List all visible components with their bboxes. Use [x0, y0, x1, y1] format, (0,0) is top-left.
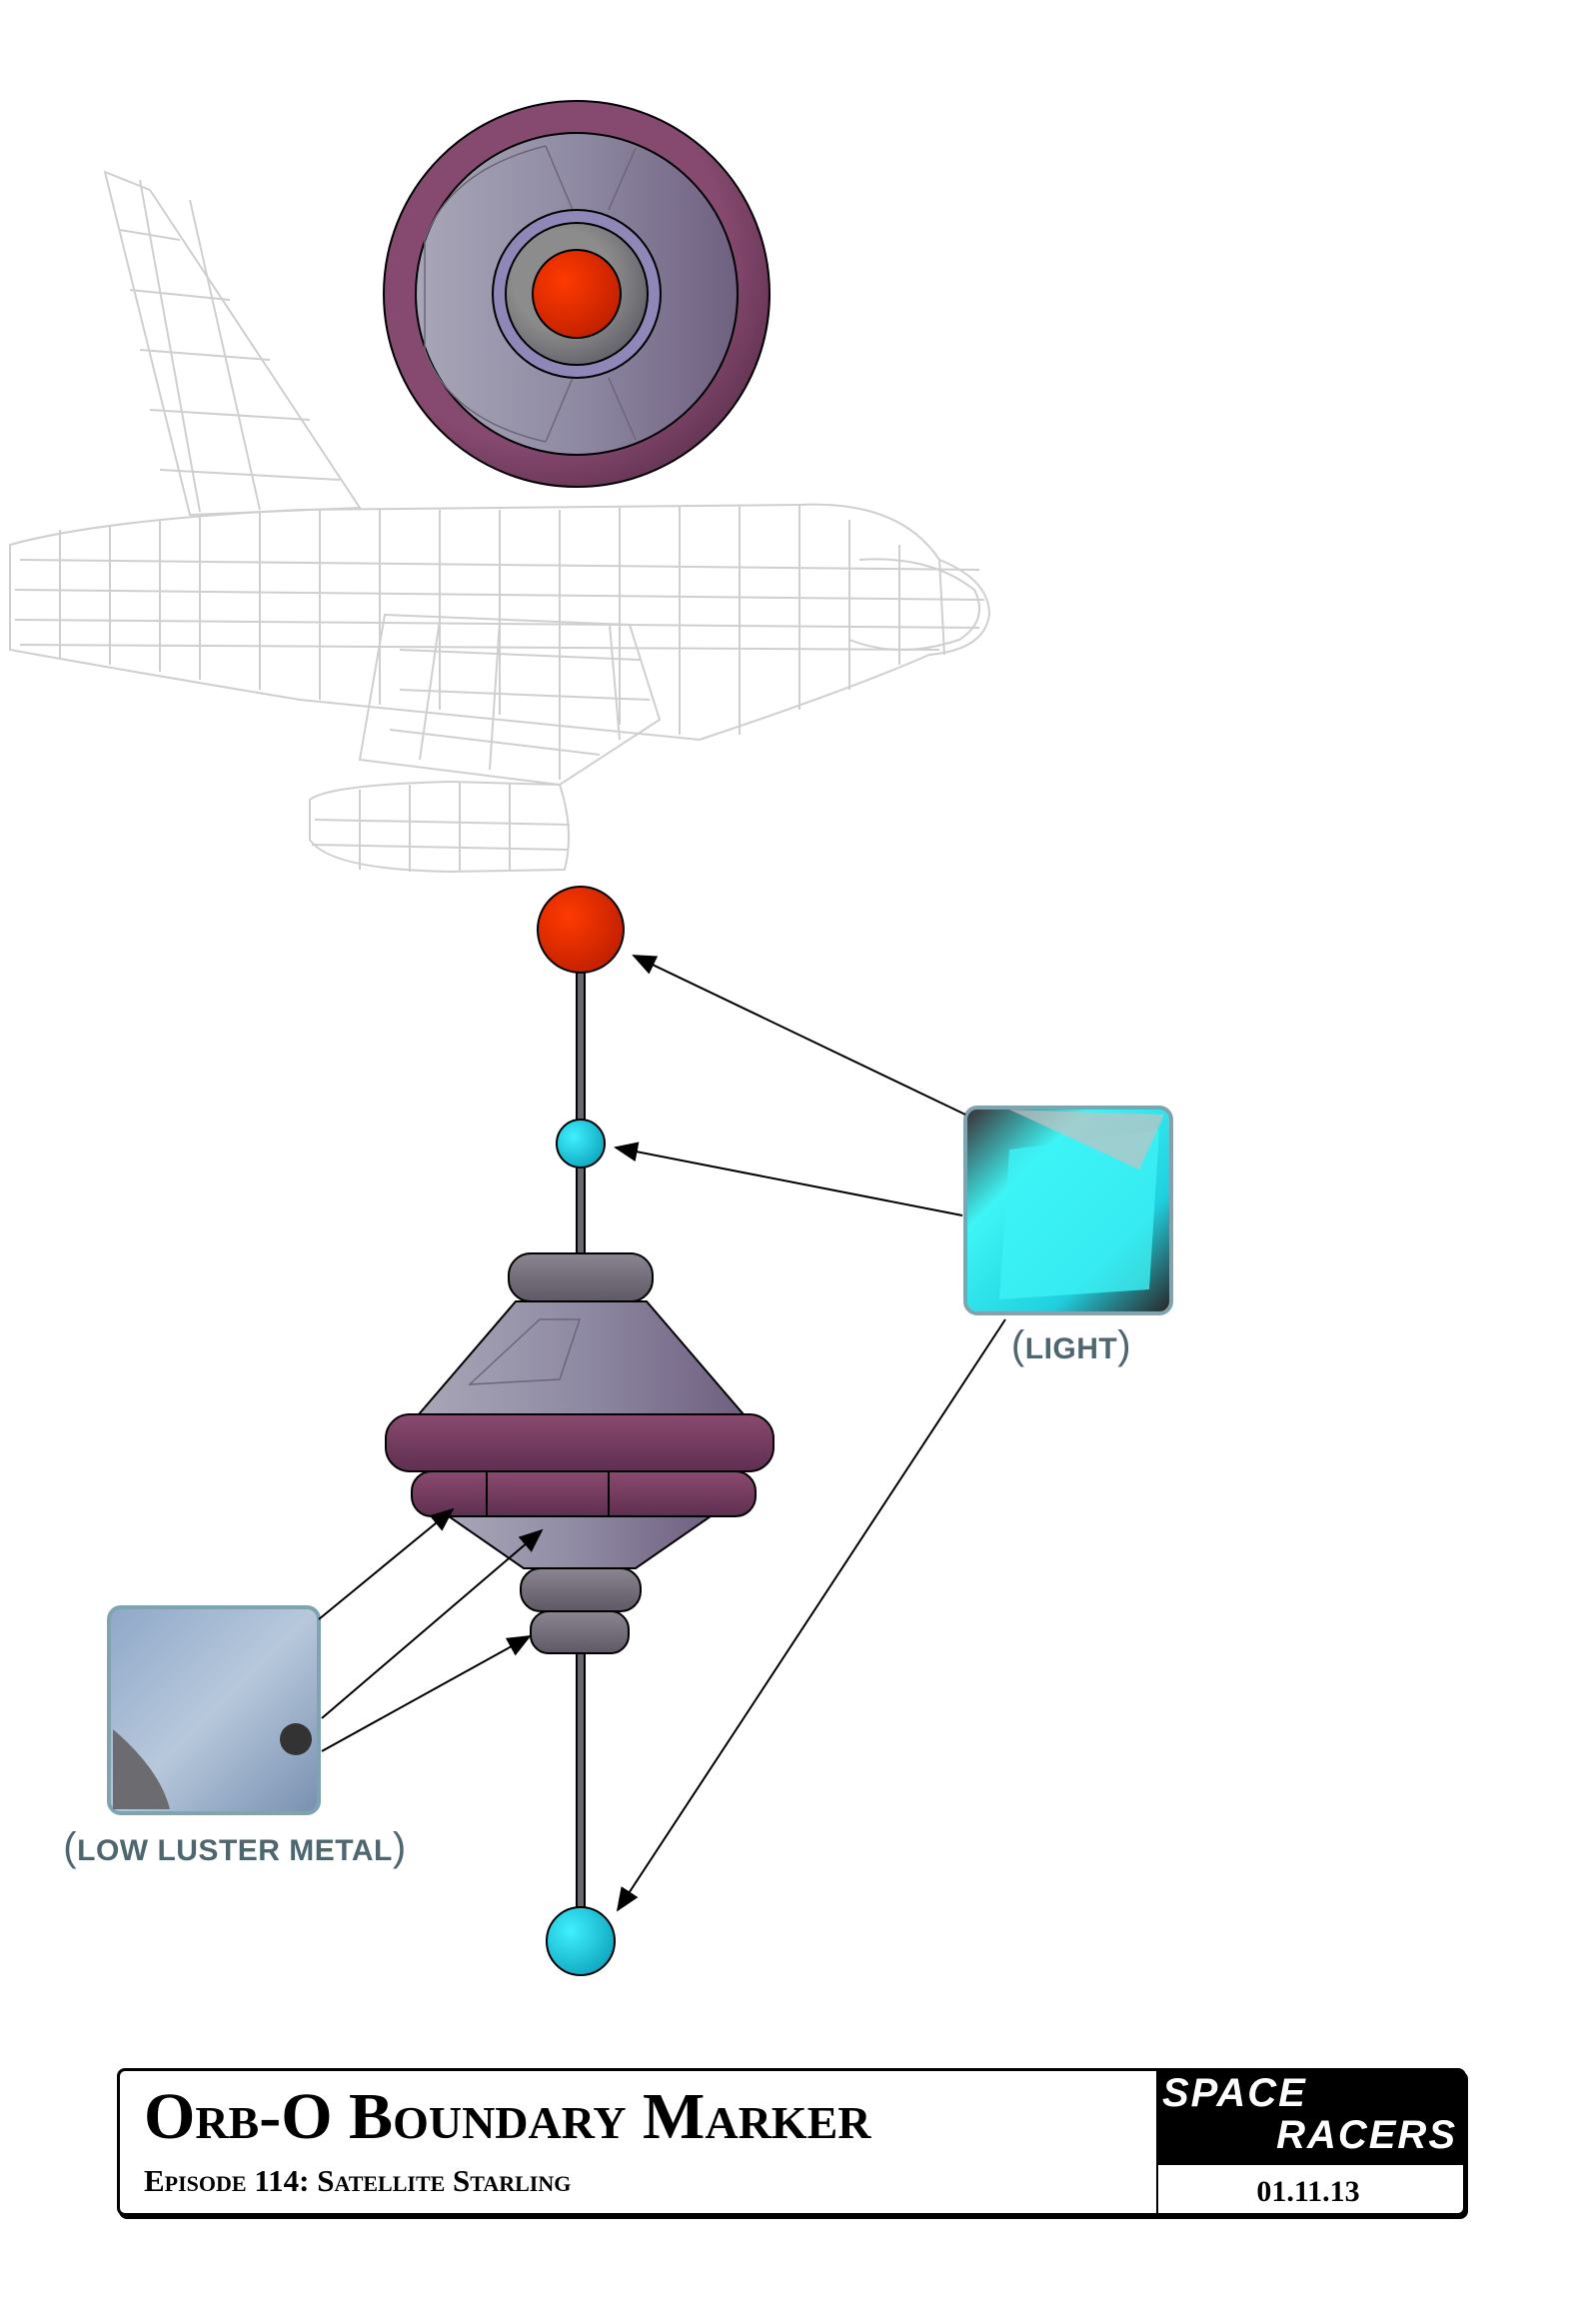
wireframe-airplane [9, 170, 991, 874]
leader-arrows [318, 955, 1006, 1912]
drawing-title: Orb-O Boundary Marker [144, 2080, 871, 2153]
logo-line2: RACERS [1276, 2113, 1457, 2157]
paren-close: ) [392, 1825, 407, 1869]
metal-callout-label: (LOW LUSTER METAL) [63, 1825, 406, 1870]
paren-close: ) [1117, 1323, 1132, 1367]
middle-cyan-light [556, 1119, 606, 1168]
metal-label-text: LOW LUSTER METAL [77, 1834, 393, 1867]
light-material-swatch [963, 1106, 1173, 1315]
space-racers-logo: SPACE RACERS [1158, 2071, 1463, 2165]
logo-line1: SPACE [1162, 2071, 1307, 2115]
paren-open: ( [1010, 1323, 1025, 1367]
metal-material-swatch [107, 1605, 321, 1815]
light-label-text: LIGHT [1024, 1332, 1118, 1365]
top-red-light [537, 886, 625, 974]
drawing-date: 01.11.13 [1256, 2175, 1360, 2208]
bottom-cyan-light [546, 1906, 616, 1976]
drawing-subtitle: Episode 114: Satellite Starling [144, 2163, 572, 2198]
paren-open: ( [63, 1825, 78, 1869]
orb-side-view [385, 886, 775, 1976]
title-block-divider [1156, 2071, 1158, 2213]
light-callout-label: (LIGHT) [1011, 1323, 1131, 1368]
title-block: Orb-O Boundary Marker Episode 114: Satel… [117, 2068, 1466, 2216]
orb-top-view [383, 100, 771, 488]
